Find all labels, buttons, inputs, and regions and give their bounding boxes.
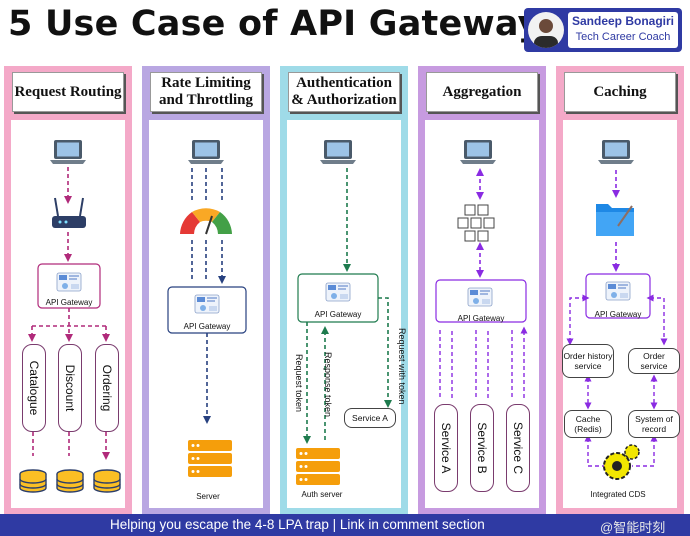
column-title: Aggregation [426, 72, 538, 112]
server-label: Server [196, 492, 220, 501]
server-icon [188, 440, 232, 477]
author-avatar [528, 12, 564, 48]
cubes-icon [457, 204, 495, 242]
client-laptop-icon [188, 140, 224, 164]
api-gateway-label: API Gateway [314, 310, 362, 319]
service-discount: Discount [58, 344, 82, 432]
database-icon [93, 469, 121, 493]
service-a-aggregation: Service A [434, 404, 458, 492]
database-icon [19, 469, 47, 493]
api-gateway-icon [56, 272, 82, 292]
client-laptop-icon [460, 140, 496, 164]
service-a-box: Service A [344, 408, 396, 428]
column-title: Request Routing [12, 72, 124, 112]
router-icon [52, 197, 86, 228]
footer-text: Helping you escape the 4-8 LPA trap | Li… [110, 517, 485, 532]
api-gateway-label: API Gateway [457, 314, 505, 323]
order-history-service-box: Order history service [562, 344, 614, 378]
request-with-token-label: Request with token [397, 328, 407, 405]
api-gateway-label: API Gateway [183, 322, 231, 331]
auth-server-label: Auth server [301, 490, 343, 499]
column-title: Rate Limiting and Throttling [150, 72, 262, 112]
system-of-record-box: System of record [628, 410, 680, 438]
request-token-label: Request token [294, 354, 304, 413]
api-gateway-icon [325, 282, 351, 302]
column-title: Caching [564, 72, 676, 112]
service-catalogue: Catalogue [22, 344, 46, 432]
api-gateway-icon [467, 287, 493, 307]
client-laptop-icon [320, 140, 356, 164]
author-name: Sandeep Bonagiri [571, 14, 675, 28]
api-gateway-icon [194, 294, 220, 314]
api-gateway-label: API Gateway [45, 298, 93, 307]
folder-icon [596, 204, 634, 236]
author-role: Tech Career Coach [575, 31, 671, 43]
service-b-aggregation: Service B [470, 404, 494, 492]
client-laptop-icon [598, 140, 634, 164]
service-c-aggregation: Service C [506, 404, 530, 492]
auth-server-icon [296, 448, 340, 485]
watermark: @智能时刻 [600, 520, 666, 535]
response-token-label: Response token [323, 352, 333, 418]
service-ordering: Ordering [95, 344, 119, 432]
database-icon [56, 469, 84, 493]
footer-banner: Helping you escape the 4-8 LPA trap | Li… [0, 514, 690, 536]
client-laptop-icon [50, 140, 86, 164]
cache-redis-box: Cache (Redis) [564, 410, 612, 438]
cds-gears-icon [603, 444, 640, 480]
api-gateway-label: API Gateway [594, 310, 642, 319]
integrated-cds-label: Integrated CDS [590, 490, 646, 499]
order-service-box: Order service [628, 348, 680, 374]
column-title: Authentication & Authorization [288, 72, 400, 112]
api-gateway-icon [605, 281, 631, 301]
author-badge: Sandeep Bonagiri Tech Career Coach [524, 8, 682, 52]
page-title: 5 Use Case of API Gateway [8, 4, 541, 44]
speedometer-icon [180, 208, 232, 235]
